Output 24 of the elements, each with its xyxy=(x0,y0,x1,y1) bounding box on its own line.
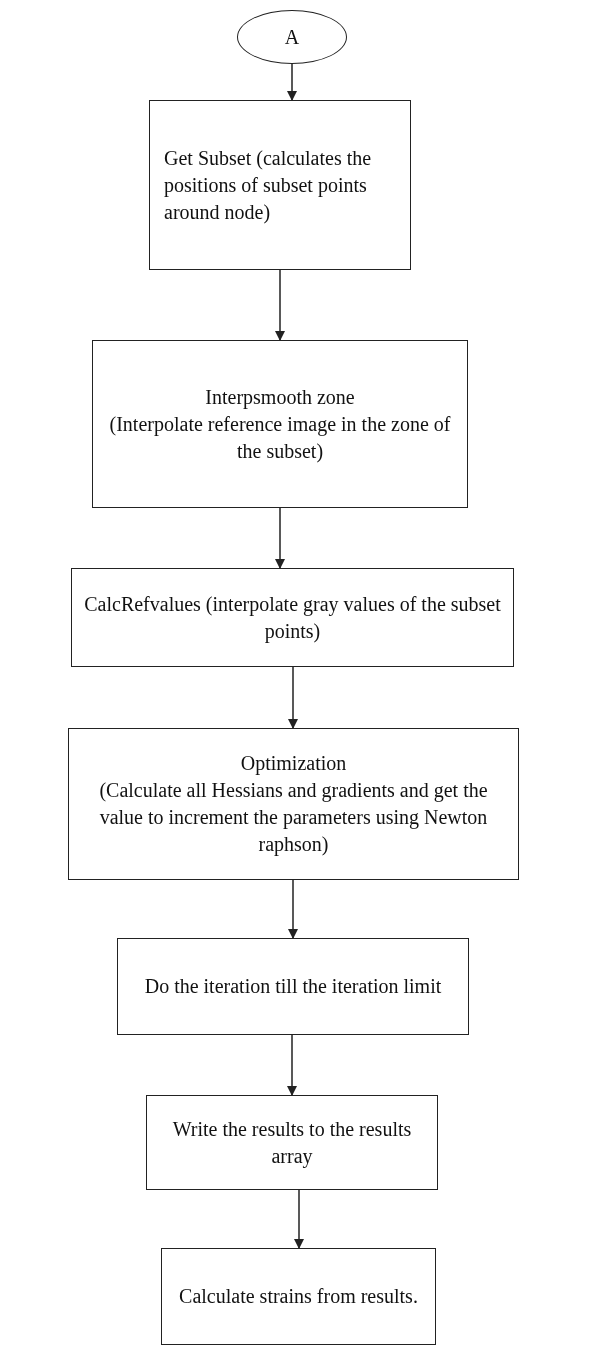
process-box xyxy=(149,100,411,270)
box-text: Calculate strains from results. xyxy=(179,1284,418,1309)
arrow xyxy=(288,666,298,729)
arrow xyxy=(287,63,297,101)
box-text: Interpsmooth zone xyxy=(205,384,355,411)
box-text: Get Subset (calculates the positions of subset points around node) xyxy=(164,145,373,226)
arrow xyxy=(275,507,285,569)
arrow xyxy=(287,1034,297,1096)
box-text: Optimization xyxy=(240,751,347,777)
process-box xyxy=(92,340,468,508)
box-text: (Interpolate reference image in the zone of the subset) xyxy=(108,411,452,465)
arrow xyxy=(294,1189,304,1249)
process-box xyxy=(71,568,514,667)
process-box xyxy=(146,1095,438,1190)
process-box xyxy=(161,1248,436,1345)
box-text: (Calculate all Hessians and gradients and get the value to increment the parameters using Newton raphson) xyxy=(98,778,489,858)
box-text: Write the results to the results array xyxy=(171,1116,413,1170)
connector-label: A xyxy=(284,24,300,50)
box-text: CalcRefvalues (interpolate gray values of the subset points) xyxy=(83,591,502,645)
box-text: Do the iteration till the iteration limit xyxy=(144,974,442,999)
arrow xyxy=(288,879,298,939)
arrow xyxy=(275,269,285,341)
process-box xyxy=(68,728,519,880)
process-box xyxy=(117,938,469,1035)
